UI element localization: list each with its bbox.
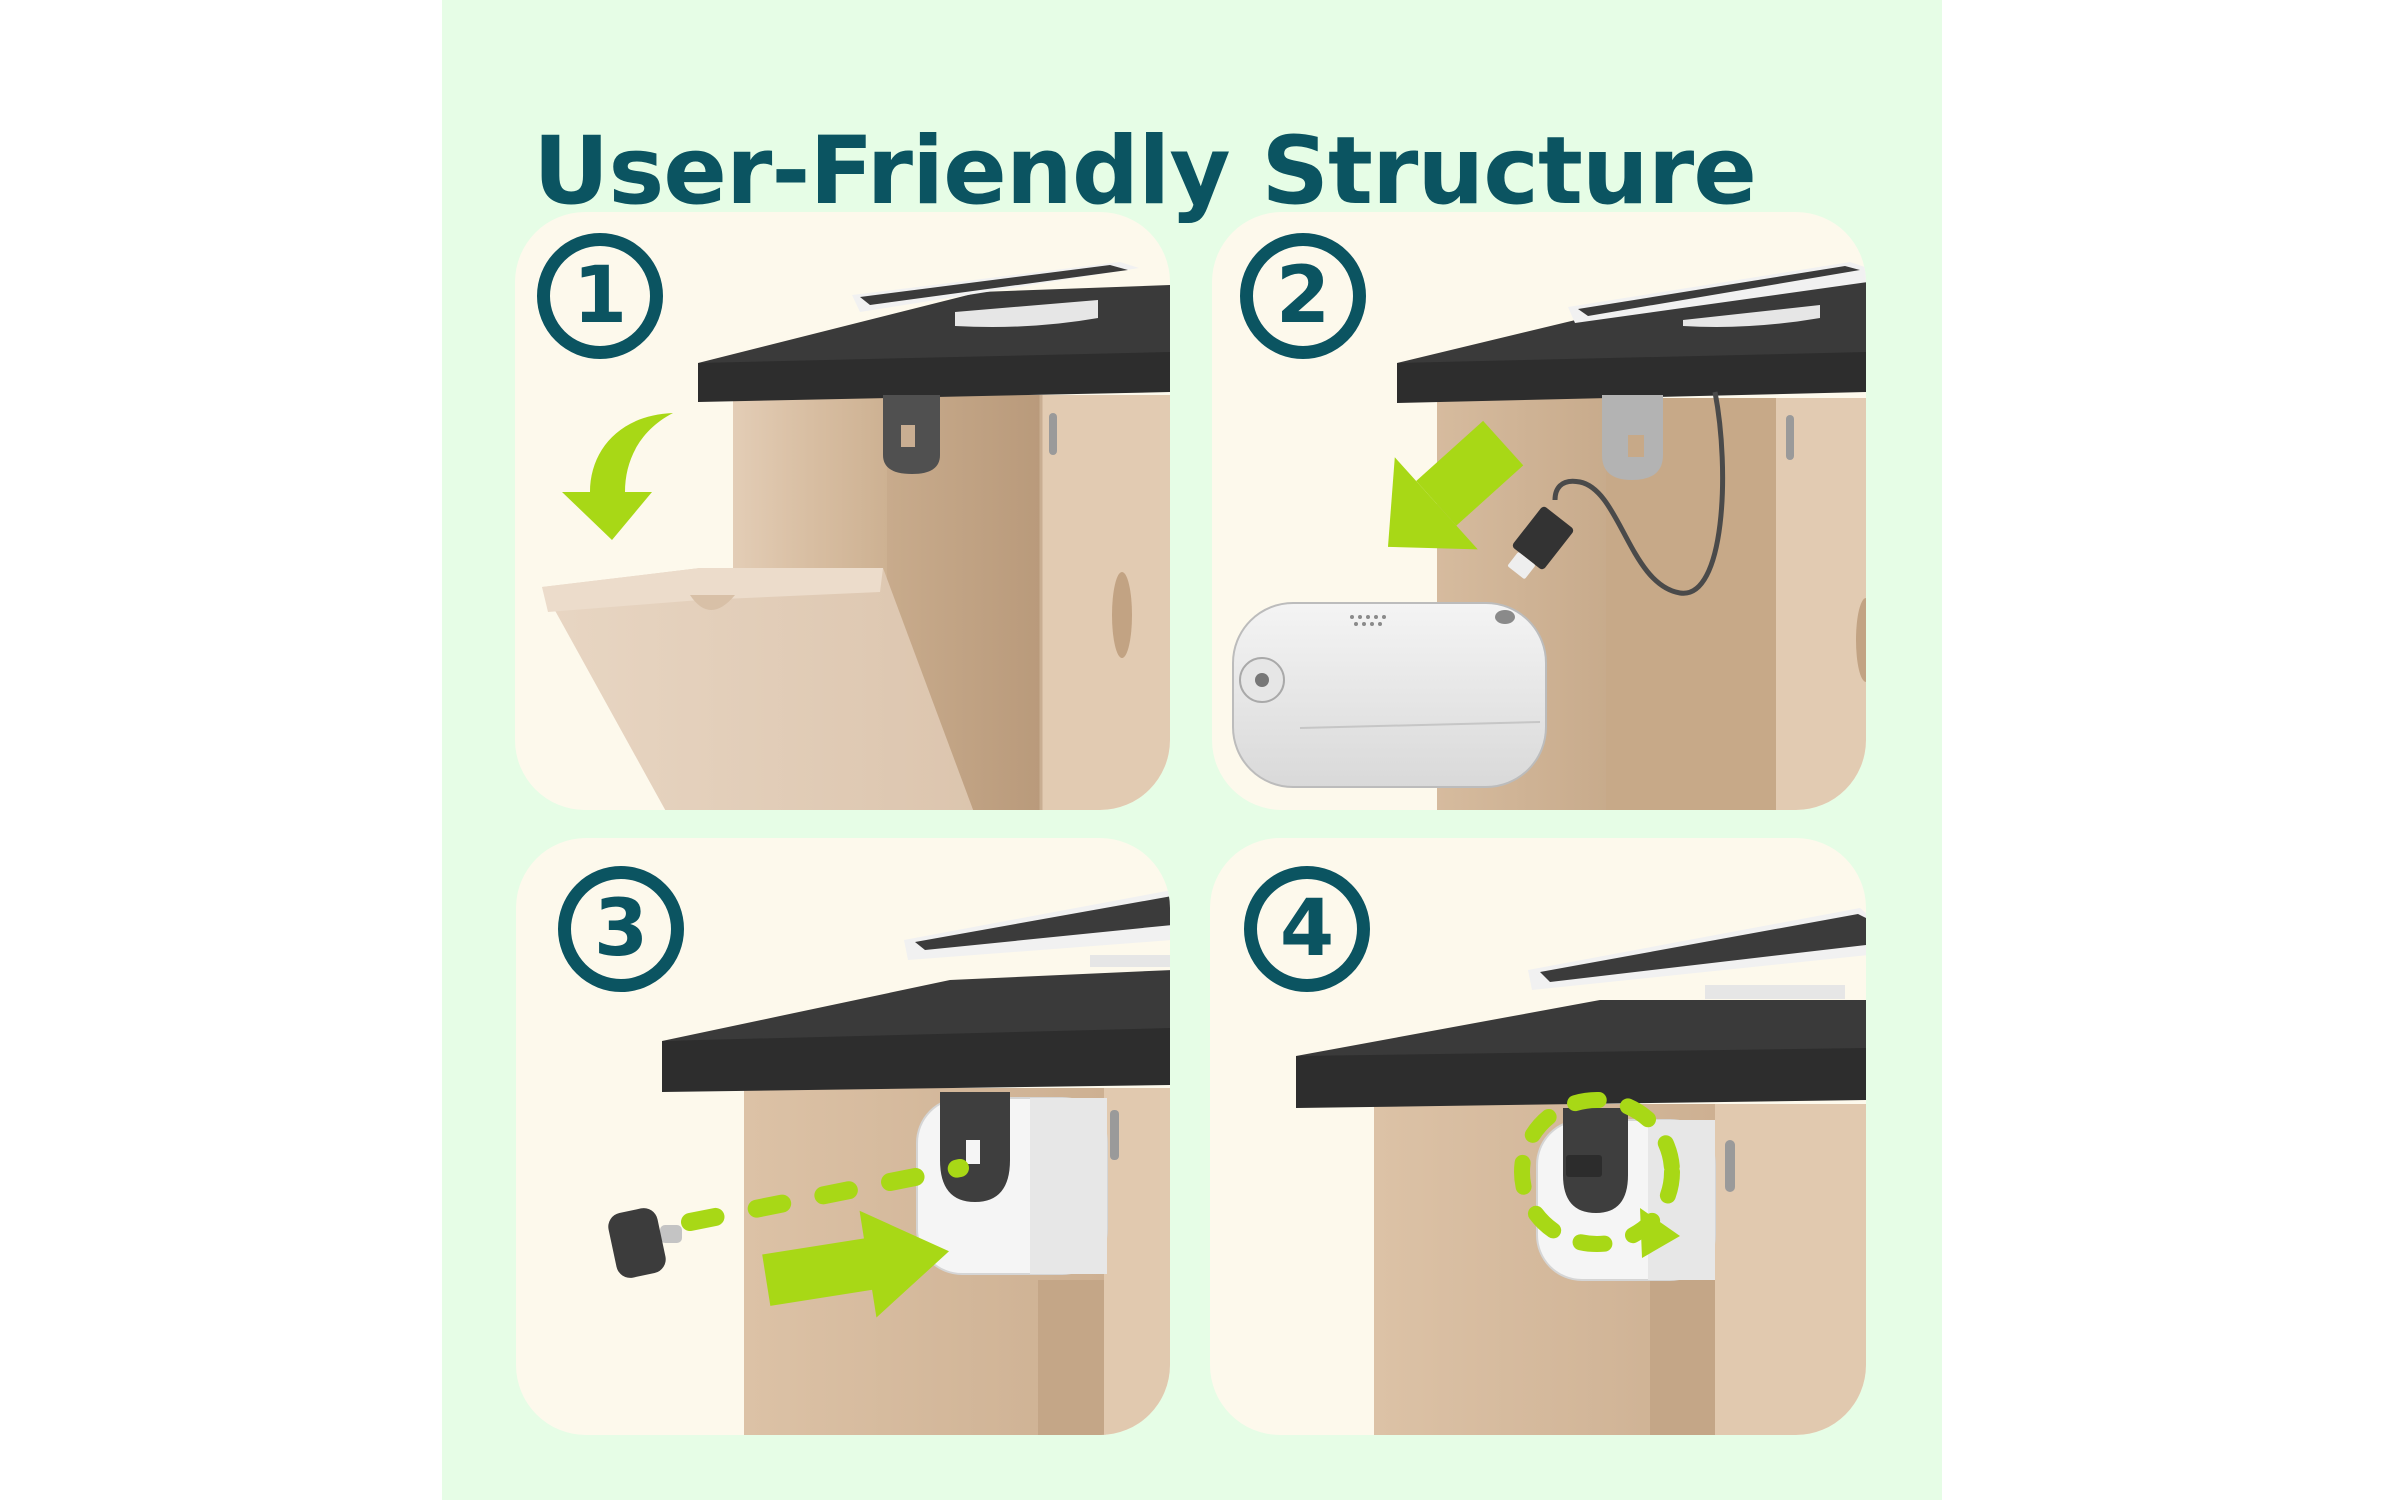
thumb-screw-icon bbox=[608, 1208, 682, 1278]
step-badge-4: 4 bbox=[1244, 866, 1370, 992]
diagonal-down-left-arrow-icon bbox=[1387, 420, 1524, 550]
right-arrow-icon bbox=[762, 1210, 949, 1318]
camera-body bbox=[1232, 602, 1547, 788]
roof-front-edge bbox=[698, 352, 1170, 402]
step-badge-1: 1 bbox=[537, 233, 663, 359]
solar-panel-cells bbox=[915, 896, 1170, 950]
box-right-wall bbox=[1041, 395, 1170, 810]
rotate-arrow-icon bbox=[1514, 1092, 1680, 1252]
step-1-illustration bbox=[542, 262, 1170, 810]
step-card-3: 3 bbox=[516, 838, 1170, 1435]
box-right-wall bbox=[1715, 1104, 1866, 1435]
entrance-hole bbox=[1112, 572, 1132, 658]
solar-panel-cells bbox=[1540, 914, 1866, 982]
roof-front-edge bbox=[1397, 352, 1866, 403]
solar-panel-cells bbox=[860, 265, 1128, 305]
hinge-pin bbox=[1725, 1140, 1735, 1192]
hinge-pin bbox=[1049, 413, 1057, 455]
step-3-illustration bbox=[608, 890, 1170, 1435]
thumb-screw-installed bbox=[1566, 1155, 1602, 1177]
step-4-illustration bbox=[1296, 908, 1866, 1435]
hinge-pin bbox=[1110, 1110, 1119, 1160]
entrance-hole bbox=[1856, 598, 1866, 682]
step-number: 4 bbox=[1279, 884, 1335, 974]
page-title: User-Friendly Structure bbox=[533, 116, 1757, 226]
speaker-grille bbox=[1350, 615, 1386, 626]
step-number: 1 bbox=[572, 251, 628, 341]
roof-top bbox=[1296, 1000, 1866, 1060]
solar-panel-cells bbox=[1578, 266, 1860, 316]
roof-front-edge bbox=[662, 1028, 1170, 1092]
step-badge-3: 3 bbox=[558, 866, 684, 992]
step-badge-2: 2 bbox=[1240, 233, 1366, 359]
power-cable bbox=[1552, 391, 1726, 596]
door-panel bbox=[542, 568, 974, 810]
step-number: 3 bbox=[593, 884, 649, 974]
roof-top bbox=[662, 970, 1170, 1041]
step-card-1: 1 bbox=[515, 212, 1170, 810]
curved-down-arrow-icon bbox=[562, 413, 673, 540]
dashed-path bbox=[681, 1159, 969, 1231]
step-card-2: 2 bbox=[1212, 212, 1866, 810]
roof-front-edge bbox=[1296, 1048, 1866, 1108]
usb-connector bbox=[1508, 506, 1574, 579]
hinge-pin bbox=[1786, 415, 1794, 460]
step-card-4: 4 bbox=[1210, 838, 1866, 1435]
solar-panel-mount bbox=[955, 300, 1098, 327]
box-right-wall bbox=[1776, 398, 1866, 810]
step-number: 2 bbox=[1275, 251, 1331, 341]
step-2-illustration bbox=[1232, 262, 1866, 810]
